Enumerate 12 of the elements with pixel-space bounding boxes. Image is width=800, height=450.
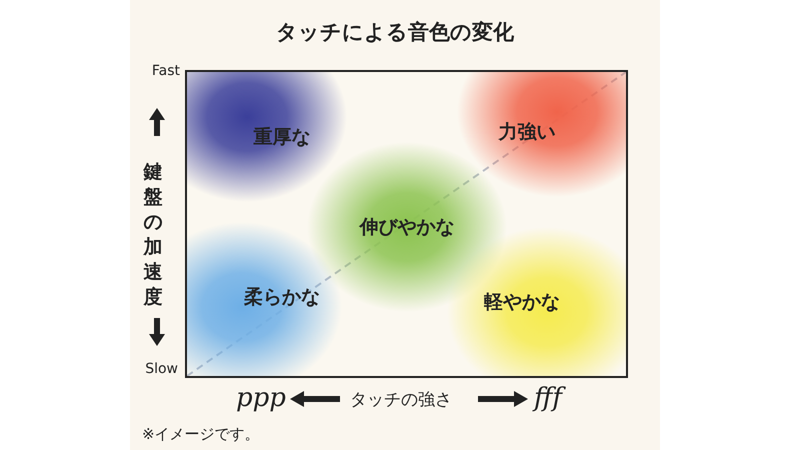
chart-title: タッチによる音色の変化 <box>275 19 515 46</box>
area-label: 軽やかな <box>484 290 560 315</box>
area-label: 柔らかな <box>244 285 320 310</box>
axis-title: 鍵盤の加速度 <box>143 160 163 310</box>
area-label: 力強い <box>498 120 556 145</box>
note-text: ※イメージです。 <box>142 425 260 444</box>
axis-label: Slow <box>144 361 178 377</box>
axis-label: Fast <box>150 63 180 79</box>
dynamic-mark: ppp <box>236 383 286 413</box>
area-label: 重厚な <box>254 125 310 150</box>
axis-title: タッチの強さ <box>350 389 452 411</box>
area-label: 伸びやかな <box>360 215 454 240</box>
